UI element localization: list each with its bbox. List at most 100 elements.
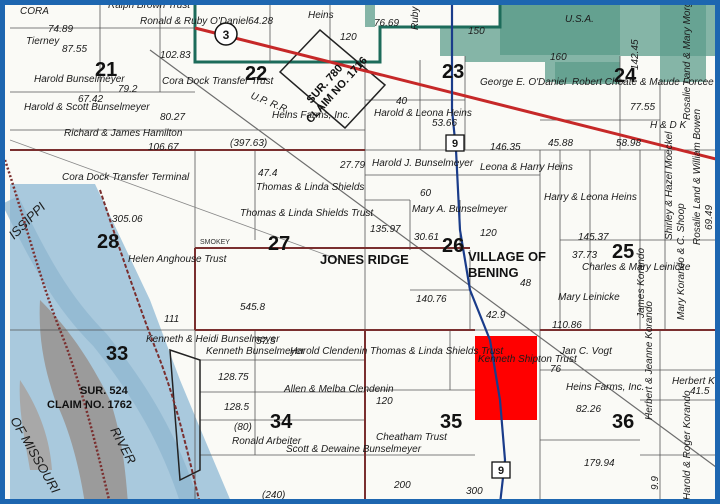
section-23: 23 (442, 61, 464, 83)
svg-text:300: 300 (466, 486, 483, 497)
svg-text:Kenneth & Heidi Bunselmeyer: Kenneth & Heidi Bunselmeyer (146, 334, 280, 345)
river-bank-road (99, 189, 201, 504)
village-of-label: VILLAGE OF (468, 249, 546, 264)
section-21: 21 (95, 59, 117, 81)
svg-text:106.67: 106.67 (148, 142, 179, 153)
svg-text:140.76: 140.76 (416, 294, 447, 305)
usa-land-area (555, 62, 620, 84)
owner-labels: Ralph Brown Trust Ronald & Ruby O'Daniel… (20, 0, 720, 500)
svg-text:87.55: 87.55 (62, 44, 87, 55)
route-9-label-north: 9 (452, 138, 458, 150)
route-9-shield: 9 (491, 461, 511, 479)
svg-text:79.2: 79.2 (118, 84, 138, 95)
svg-text:74.89: 74.89 (48, 24, 73, 35)
section-27: 27 (268, 233, 290, 255)
svg-text:179.94: 179.94 (584, 458, 615, 469)
svg-text:Heins Farms, Inc.: Heins Farms, Inc. (272, 110, 350, 121)
route-9-label-south: 9 (498, 465, 504, 477)
route-9 (450, 0, 507, 504)
svg-text:77.55: 77.55 (630, 102, 655, 113)
svg-text:30.61: 30.61 (414, 232, 439, 243)
svg-text:47.4: 47.4 (258, 168, 278, 179)
svg-text:64.28: 64.28 (248, 16, 273, 27)
svg-text:Cheatham Trust: Cheatham Trust (376, 432, 448, 443)
svg-text:40: 40 (396, 96, 408, 107)
svg-text:Harold J. Bunselmeyer: Harold J. Bunselmeyer (372, 158, 474, 169)
section-26: 26 (442, 235, 464, 257)
svg-text:Thomas & Linda Shields Trust: Thomas & Linda Shields Trust (370, 346, 504, 357)
usa-land-area (660, 0, 706, 82)
survey-780-boundary (278, 28, 387, 130)
svg-text:Cora Dock Transfer Terminal: Cora Dock Transfer Terminal (62, 172, 190, 183)
svg-text:102.83: 102.83 (160, 50, 191, 61)
svg-text:Richard & James Hamilton: Richard & James Hamilton (64, 128, 183, 139)
route-3-shield: 3 (214, 22, 238, 46)
svg-text:Jan C. Vogt: Jan C. Vogt (559, 346, 613, 357)
svg-text:305.06: 305.06 (112, 214, 143, 225)
svg-text:9.9: 9.9 (650, 476, 661, 490)
svg-text:120: 120 (376, 396, 393, 407)
svg-text:111: 111 (164, 314, 179, 325)
highlighted-parcel (475, 336, 537, 420)
svg-text:Herbert & Jeanne Korando: Herbert & Jeanne Korando (644, 301, 655, 420)
svg-text:48: 48 (520, 278, 532, 289)
svg-text:Ronald & Ruby O'Daniel: Ronald & Ruby O'Daniel (140, 16, 249, 27)
svg-text:Ruby O'Daniel: Ruby O'Daniel (410, 0, 421, 30)
svg-text:57.5: 57.5 (256, 336, 276, 347)
svg-text:128.75: 128.75 (218, 372, 249, 383)
svg-text:Charles & Mary Leinicke: Charles & Mary Leinicke (582, 262, 691, 273)
svg-text:Harold & Leona Heins: Harold & Leona Heins (374, 108, 472, 119)
section-25: 25 (612, 241, 634, 263)
section-36: 36 (612, 411, 634, 433)
river-island (39, 300, 128, 504)
svg-text:142.45: 142.45 (630, 39, 641, 70)
svg-text:Rosalie Land & William Bowen: Rosalie Land & William Bowen (692, 108, 703, 245)
svg-text:Thomas & Linda Shields Trust: Thomas & Linda Shields Trust (240, 208, 374, 219)
svg-text:Ronald Arbeiter: Ronald Arbeiter (232, 436, 302, 447)
survey-524-line1: SUR. 524 (80, 385, 129, 397)
svg-text:120: 120 (480, 228, 497, 239)
svg-text:Kenneth Shipton Trust: Kenneth Shipton Trust (478, 354, 578, 365)
svg-text:200: 200 (393, 480, 411, 491)
svg-text:Robert Choate & Maude Forcee: Robert Choate & Maude Forcee (572, 77, 714, 88)
union-pacific-railroad (149, 49, 720, 471)
svg-text:145.37: 145.37 (578, 232, 609, 243)
svg-text:Scott & Dewaine Bunselmeyer: Scott & Dewaine Bunselmeyer (286, 444, 422, 455)
svg-text:58.98: 58.98 (616, 138, 641, 149)
svg-text:120: 120 (340, 32, 357, 43)
svg-text:(240): (240) (262, 490, 285, 501)
svg-text:Harold & Roger Korando: Harold & Roger Korando (682, 390, 693, 500)
svg-text:82.26: 82.26 (576, 404, 601, 415)
svg-text:135.97: 135.97 (370, 224, 401, 235)
svg-text:42.9: 42.9 (486, 310, 506, 321)
svg-text:Allen & Melba Clendenin: Allen & Melba Clendenin (283, 384, 394, 395)
jones-ridge-label: JONES RIDGE (320, 252, 409, 267)
smokey-road-label: SMOKEY (200, 239, 230, 246)
svg-text:67.42: 67.42 (78, 94, 103, 105)
county-boundary (3, 159, 112, 504)
federal-boundary-line (193, 0, 502, 64)
usa-land-area (500, 0, 620, 55)
svg-text:H & D K: H & D K (650, 120, 687, 131)
svg-text:CORA: CORA (20, 6, 49, 17)
svg-text:80.27: 80.27 (160, 112, 185, 123)
svg-text:Tierney: Tierney (26, 36, 60, 47)
svg-text:146.35: 146.35 (490, 142, 521, 153)
svg-text:76: 76 (550, 364, 562, 375)
survey-524-boundary (169, 348, 201, 482)
svg-text:37.73: 37.73 (572, 250, 597, 261)
svg-text:60: 60 (420, 188, 432, 199)
svg-text:Mary Leinicke: Mary Leinicke (558, 292, 620, 303)
svg-text:Thomas & Linda Shields: Thomas & Linda Shields (256, 182, 364, 193)
svg-text:Heins Farms, Inc.: Heins Farms, Inc. (566, 382, 644, 393)
acreage-labels: 74.89 87.55 102.83 64.28 120 76.69 150 1… (48, 16, 715, 501)
route-3-label: 3 (223, 28, 230, 42)
svg-text:Herbert Korando: Herbert Korando (672, 376, 720, 387)
svg-text:76.69: 76.69 (374, 18, 399, 29)
section-numbers: 21 22 23 24 25 26 27 28 33 34 35 36 (95, 59, 637, 433)
section-22: 22 (245, 63, 267, 85)
section-34: 34 (270, 411, 293, 433)
svg-text:Harold Clendenin: Harold Clendenin (290, 346, 368, 357)
